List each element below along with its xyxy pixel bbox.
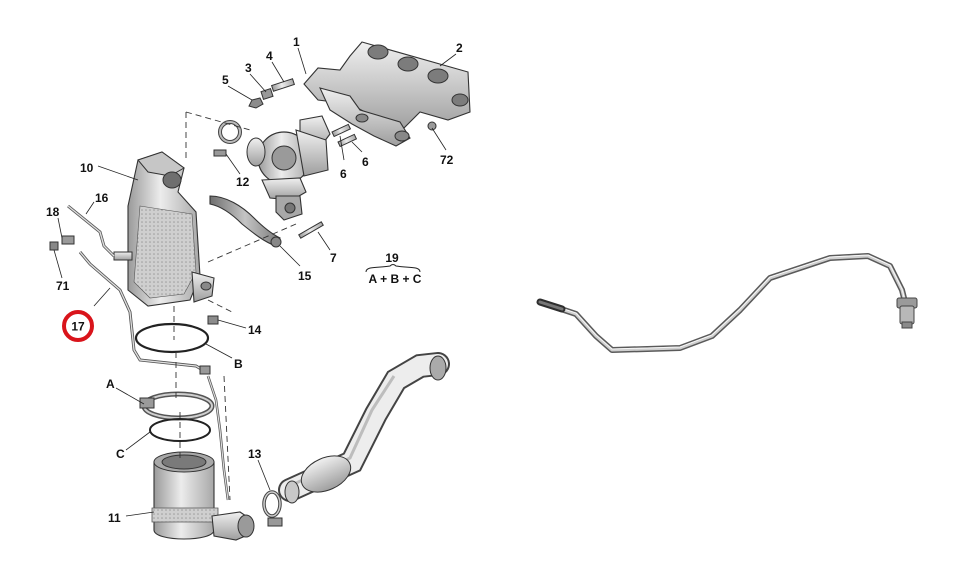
studs-and-nuts: [248, 78, 437, 148]
clamp-a: [139, 391, 215, 421]
highlight-ring: [62, 310, 94, 342]
callout-72: 72: [440, 153, 454, 167]
exhaust-manifold: [303, 41, 471, 147]
highlight-number: 17: [71, 320, 85, 334]
callout-2: 2: [456, 41, 463, 55]
kit-number: 19: [385, 251, 399, 265]
callout-4: 4: [266, 49, 273, 63]
callout-16: 16: [95, 191, 109, 205]
callout-6b: 6: [362, 155, 369, 169]
leader-lines: [53, 47, 457, 517]
stud-7: [298, 221, 324, 239]
callout-10: 10: [80, 161, 94, 175]
callout-18: 18: [46, 205, 60, 219]
kit-reference: 19 A + B + C: [365, 251, 422, 286]
callout-11: 11: [108, 511, 121, 525]
gasket-c: [149, 418, 211, 442]
callout-7: 7: [330, 251, 337, 265]
kit-formula: A + B + C: [369, 272, 422, 286]
callout-b: B: [234, 357, 243, 371]
callout-3: 3: [245, 61, 252, 75]
callout-a: A: [106, 377, 115, 391]
part-photo-pipe: [536, 253, 918, 353]
callout-1: 1: [293, 35, 300, 49]
support-bracket: [209, 195, 282, 248]
sensor-pipes: [49, 204, 230, 501]
turbocharger: [246, 115, 331, 221]
callout-15: 15: [298, 269, 312, 283]
callout-12: 12: [236, 175, 250, 189]
callout-6a: 6: [340, 167, 347, 181]
clamp-12: [213, 120, 242, 157]
clamp-13: [262, 490, 283, 527]
assembly-guide-lines: [173, 111, 297, 501]
callout-5: 5: [222, 73, 229, 87]
callout-labels: 1 2 3 4 5 6 6 72 12 10 16 18 7 15 71 14 …: [46, 35, 463, 525]
particulate-filter: [151, 451, 255, 541]
catalytic-converter: [113, 151, 215, 307]
gasket-b: [134, 322, 210, 354]
highlighted-callout: 17: [62, 310, 94, 342]
callout-14: 14: [248, 323, 262, 337]
callout-13: 13: [248, 447, 262, 461]
nut-14: [207, 315, 219, 325]
front-exhaust-pipe: [278, 352, 450, 504]
callout-71: 71: [56, 279, 70, 293]
callout-c: C: [116, 447, 125, 461]
